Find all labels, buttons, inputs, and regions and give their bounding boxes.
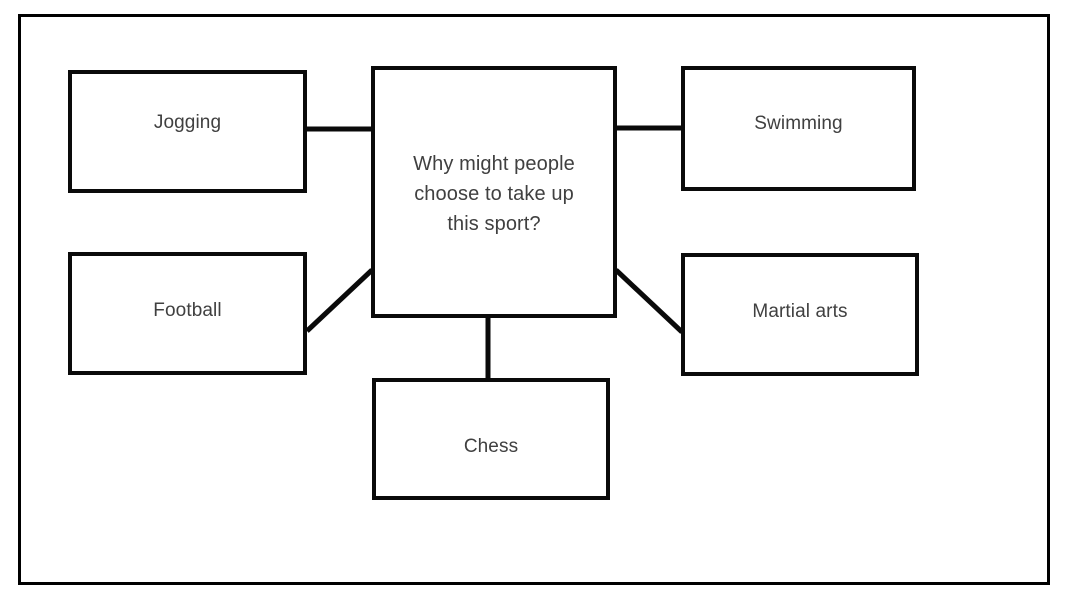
node-jogging[interactable]: Jogging: [68, 70, 307, 193]
node-jogging-label: Jogging: [153, 112, 222, 134]
connector-center-to-football: [305, 268, 374, 333]
node-martial-arts[interactable]: Martial arts: [681, 253, 919, 376]
node-martial-arts-label: Martial arts: [752, 301, 848, 323]
node-center-label: Why might people choose to take up this …: [413, 153, 575, 235]
node-swimming[interactable]: Swimming: [681, 66, 916, 191]
node-football-label: Football: [153, 300, 222, 322]
node-swimming-label: Swimming: [754, 113, 843, 135]
node-chess[interactable]: Chess: [372, 378, 610, 500]
node-football[interactable]: Football: [68, 252, 307, 375]
node-center-question[interactable]: Why might people choose to take up this …: [371, 66, 617, 318]
node-chess-label: Chess: [463, 435, 519, 457]
connector-center-to-martial-arts: [614, 268, 684, 334]
